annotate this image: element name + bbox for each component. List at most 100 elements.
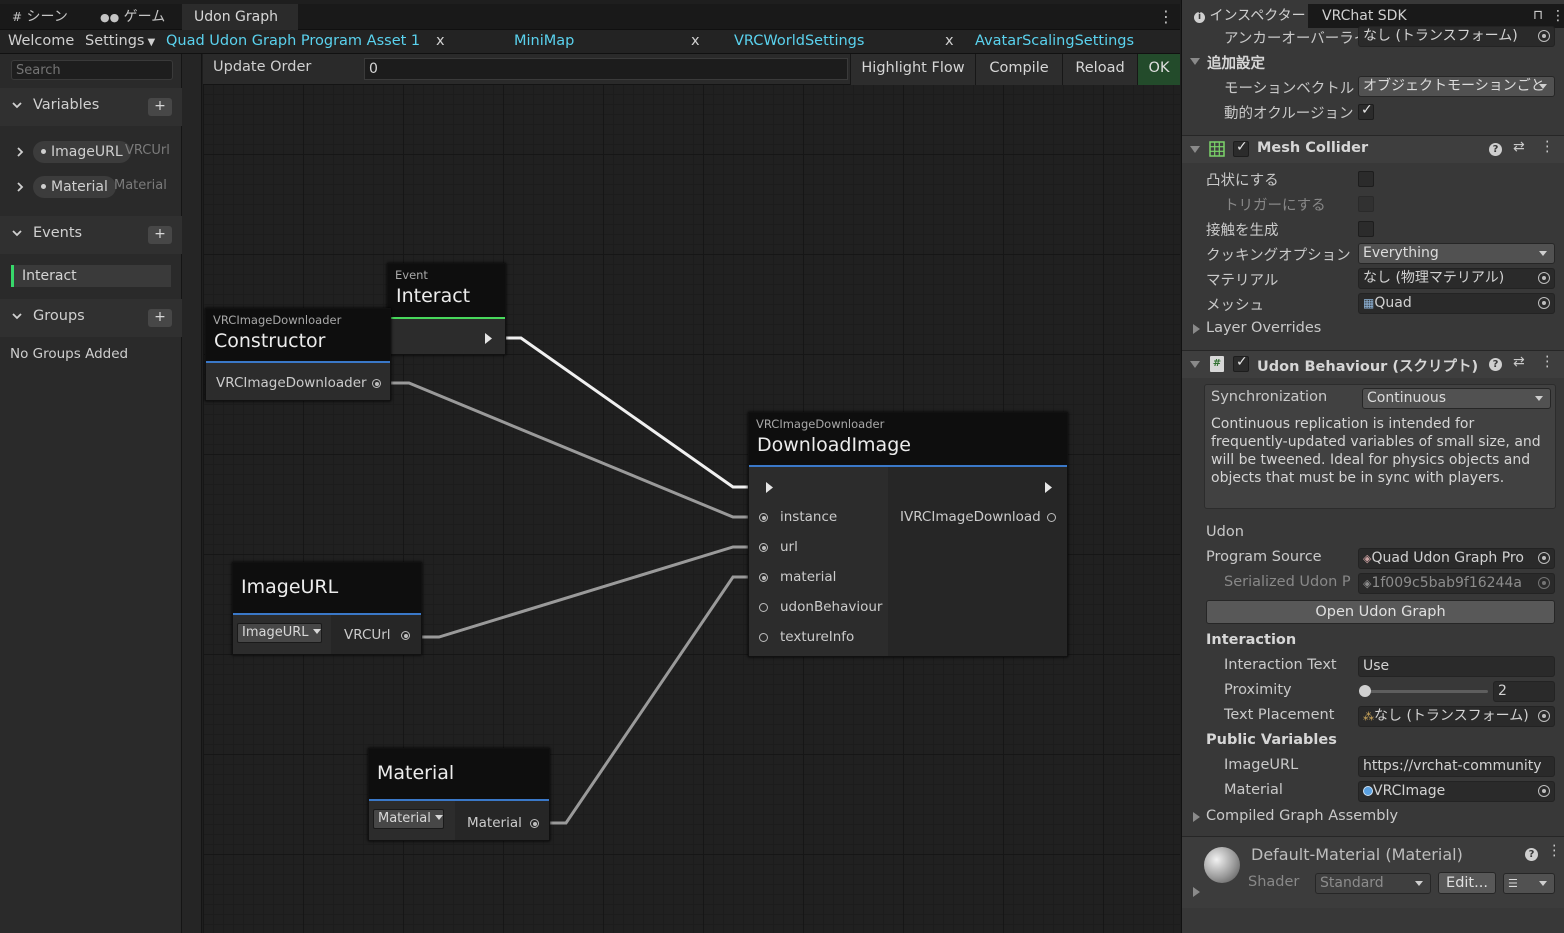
object-picker-icon[interactable] bbox=[1538, 785, 1550, 797]
output-port-icon[interactable] bbox=[401, 631, 410, 640]
more-options-icon[interactable]: ⋮ bbox=[1547, 843, 1562, 859]
chevron-right-icon[interactable] bbox=[16, 182, 24, 192]
tab-welcome[interactable]: Welcome bbox=[8, 33, 75, 49]
input-port-icon[interactable] bbox=[759, 573, 768, 582]
proximity-slider-track[interactable] bbox=[1362, 690, 1488, 693]
object-picker-icon[interactable] bbox=[1538, 30, 1550, 42]
program-source-field[interactable]: ◈Quad Udon Graph Pro bbox=[1358, 548, 1555, 569]
event-item-interact[interactable]: Interact bbox=[11, 265, 171, 287]
public-imageurl-input[interactable]: https://vrchat-community bbox=[1358, 756, 1555, 777]
tab-graph-asset[interactable]: Quad Udon Graph Program Asset 1 bbox=[166, 33, 421, 49]
open-udon-graph-button[interactable]: Open Udon Graph bbox=[1206, 600, 1555, 624]
foldout-arrow-icon[interactable] bbox=[1190, 361, 1200, 368]
motion-vector-dropdown[interactable]: オブジェクトモーションごと bbox=[1358, 76, 1555, 97]
foldout-arrow-icon[interactable] bbox=[1193, 324, 1200, 334]
compile-button[interactable]: Compile bbox=[975, 54, 1062, 85]
tab-close-asset[interactable]: x bbox=[436, 33, 445, 49]
input-port-icon[interactable] bbox=[759, 513, 768, 522]
preset-icon[interactable]: ⇄ bbox=[1513, 354, 1525, 370]
flow-out-port-icon[interactable] bbox=[484, 332, 493, 345]
lock-icon[interactable]: ⊓ bbox=[1533, 8, 1544, 23]
more-options-icon[interactable]: ⋮ bbox=[1158, 7, 1174, 26]
tab-settings[interactable]: Settings▼ bbox=[85, 33, 156, 49]
constructor-node[interactable]: VRCImageDownloader Constructor VRCImageD… bbox=[205, 308, 391, 401]
foldout-arrow-icon[interactable] bbox=[1190, 58, 1200, 65]
additional-settings-header[interactable]: 追加設定 bbox=[1207, 56, 1265, 72]
convex-checkbox[interactable] bbox=[1358, 171, 1374, 187]
events-section-header[interactable]: Events + bbox=[0, 216, 182, 254]
object-picker-icon[interactable] bbox=[1538, 297, 1550, 309]
output-port-icon[interactable] bbox=[372, 379, 381, 388]
tab-udon-graph[interactable]: Udon Graph bbox=[182, 4, 298, 30]
foldout-arrow-icon[interactable] bbox=[1190, 146, 1200, 153]
tab-avatar-scaling[interactable]: AvatarScalingSettings bbox=[975, 33, 1135, 49]
more-options-icon[interactable]: ⋮ bbox=[1551, 8, 1564, 24]
contacts-checkbox[interactable] bbox=[1358, 221, 1374, 237]
udon-behaviour-enabled-checkbox[interactable] bbox=[1233, 354, 1249, 372]
tab-scene[interactable]: # シーン bbox=[12, 9, 68, 25]
proximity-value-input[interactable]: 2 bbox=[1493, 681, 1555, 702]
download-image-node[interactable]: VRCImageDownloader DownloadImage instanc… bbox=[748, 412, 1068, 657]
cooking-options-dropdown[interactable]: Everything bbox=[1358, 243, 1555, 264]
compiled-assembly-foldout[interactable]: Compiled Graph Assembly bbox=[1206, 808, 1399, 824]
tab-close-world-settings[interactable]: x bbox=[945, 33, 954, 49]
physic-material-field[interactable]: なし (物理マテリアル) bbox=[1358, 268, 1555, 289]
interaction-text-input[interactable]: Use bbox=[1358, 656, 1555, 677]
reload-button[interactable]: Reload bbox=[1062, 54, 1137, 85]
graph-canvas[interactable]: Update Order Highlight Flow Compile Relo… bbox=[203, 54, 1180, 933]
variable-pill[interactable]: ImageURL bbox=[33, 141, 131, 163]
layer-overrides-foldout[interactable]: Layer Overrides bbox=[1206, 320, 1322, 336]
tab-world-settings[interactable]: VRCWorldSettings bbox=[734, 33, 865, 49]
variable-pill[interactable]: Material bbox=[33, 176, 116, 198]
search-input[interactable] bbox=[11, 60, 173, 80]
object-picker-icon[interactable] bbox=[1538, 272, 1550, 284]
help-icon[interactable]: ? bbox=[1525, 848, 1538, 861]
tab-close-minimap[interactable]: x bbox=[691, 33, 700, 49]
highlight-flow-button[interactable]: Highlight Flow bbox=[850, 54, 975, 85]
foldout-arrow-icon[interactable] bbox=[1193, 812, 1200, 822]
flow-out-port-icon[interactable] bbox=[1044, 481, 1053, 494]
tab-minimap[interactable]: MiniMap bbox=[514, 33, 575, 49]
mesh-field[interactable]: ▦Quad bbox=[1358, 293, 1555, 314]
add-event-button[interactable]: + bbox=[148, 226, 172, 244]
help-icon[interactable]: ? bbox=[1489, 358, 1502, 371]
input-port-icon[interactable] bbox=[759, 543, 768, 552]
variable-row-material[interactable]: Material Material bbox=[0, 173, 182, 201]
proximity-slider-handle[interactable] bbox=[1359, 685, 1371, 697]
public-material-field[interactable]: VRCImage bbox=[1358, 781, 1555, 802]
mesh-collider-enabled-checkbox[interactable] bbox=[1233, 139, 1249, 157]
udon-behaviour-header[interactable]: # Udon Behaviour (スクリプト) ? ⇄ ⋮ bbox=[1182, 350, 1564, 378]
chevron-right-icon[interactable] bbox=[16, 147, 24, 157]
update-order-input[interactable] bbox=[364, 58, 848, 80]
object-picker-icon[interactable] bbox=[1538, 710, 1550, 722]
shader-dropdown[interactable]: Standard bbox=[1315, 873, 1431, 894]
edit-shader-button[interactable]: Edit... bbox=[1438, 872, 1496, 894]
sidebar-splitter[interactable] bbox=[182, 54, 202, 933]
add-group-button[interactable]: + bbox=[148, 309, 172, 327]
object-picker-icon[interactable] bbox=[1538, 552, 1550, 564]
input-port-icon[interactable] bbox=[759, 603, 768, 612]
output-port-icon[interactable] bbox=[530, 819, 539, 828]
add-variable-button[interactable]: + bbox=[148, 98, 172, 116]
help-icon[interactable]: ? bbox=[1489, 143, 1502, 156]
output-port-icon[interactable] bbox=[1047, 513, 1056, 522]
input-port-icon[interactable] bbox=[759, 633, 768, 642]
mesh-collider-header[interactable]: Mesh Collider ? ⇄ ⋮ bbox=[1182, 135, 1564, 163]
variable-row-imageurl[interactable]: ImageURL VRCUrl bbox=[0, 138, 182, 166]
imageurl-variable-node[interactable]: ImageURL ImageURL VRCUrl bbox=[232, 562, 422, 655]
variable-dropdown[interactable]: Material bbox=[373, 809, 444, 829]
groups-section-header[interactable]: Groups + bbox=[0, 299, 182, 337]
dynamic-occlusion-checkbox[interactable] bbox=[1358, 102, 1374, 120]
event-interact-node[interactable]: Event Interact bbox=[387, 263, 506, 355]
flow-in-port-icon[interactable] bbox=[765, 481, 774, 494]
tab-game[interactable]: ●● ゲーム bbox=[100, 9, 166, 25]
more-options-icon[interactable]: ⋮ bbox=[1540, 354, 1555, 370]
foldout-arrow-icon[interactable] bbox=[1193, 887, 1200, 897]
tab-inspector[interactable]: i インスペクター bbox=[1182, 4, 1308, 28]
text-placement-field[interactable]: ⁂なし (トランスフォーム) bbox=[1358, 706, 1555, 727]
variable-dropdown[interactable]: ImageURL bbox=[237, 623, 322, 643]
material-variable-node[interactable]: Material Material Material bbox=[368, 748, 550, 841]
anchor-override-field[interactable]: なし (トランスフォーム) bbox=[1358, 26, 1555, 47]
ok-button[interactable]: OK bbox=[1137, 54, 1180, 85]
more-options-icon[interactable]: ⋮ bbox=[1540, 139, 1555, 155]
